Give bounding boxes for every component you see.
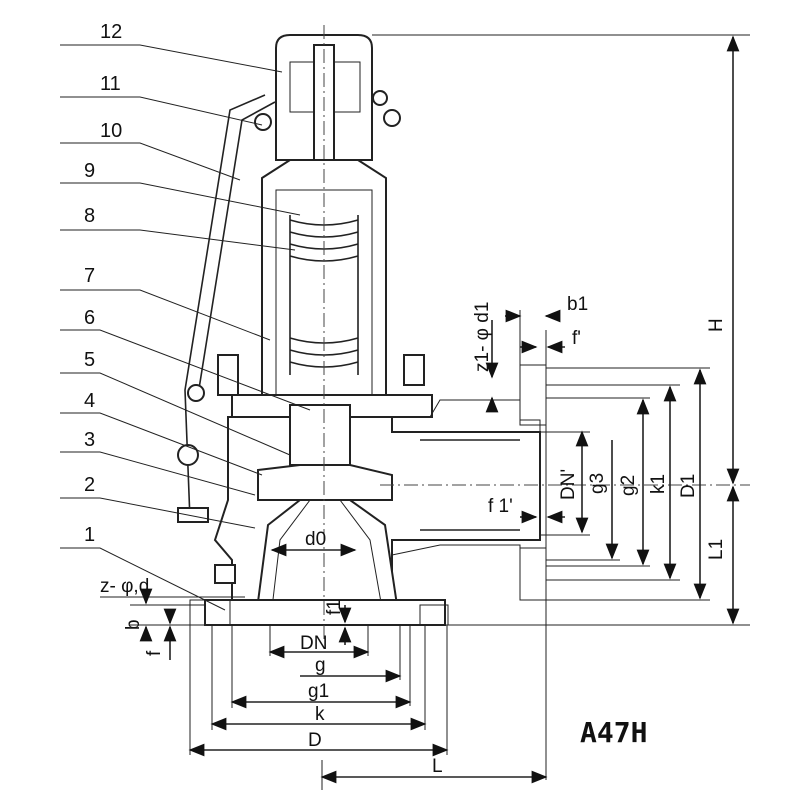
part-label-3: 3 <box>84 429 95 451</box>
part-label-1: 1 <box>84 524 95 546</box>
part-label-6: 6 <box>84 307 95 329</box>
dim-label-L1: L1 <box>706 539 727 560</box>
dim-label-H: H <box>706 318 727 332</box>
dim-label-b1: b1 <box>567 294 588 315</box>
model-title: A47H <box>580 716 647 749</box>
dim-label-b: b <box>123 619 144 630</box>
dim-label-k: k <box>315 704 325 725</box>
dim-label-D1: D1 <box>678 474 699 498</box>
dim-label-z1-d1: z1- φ d1 <box>472 302 493 372</box>
part-label-5: 5 <box>84 349 95 371</box>
part-leaders <box>60 44 311 611</box>
dim-label-g2: g2 <box>618 475 639 496</box>
dim-label-d0: d0 <box>305 529 326 550</box>
dim-label-f1: f1 <box>324 599 345 615</box>
dim-label-f-outlet: f' <box>572 328 581 349</box>
dim-label-L: L <box>432 756 443 777</box>
part-label-9: 9 <box>84 160 95 182</box>
part-label-2: 2 <box>84 474 95 496</box>
dim-label-f1-outlet: f 1' <box>488 496 513 517</box>
dim-label-DN: DN <box>300 633 327 654</box>
dim-label-z-d: z- φ,d <box>100 576 149 597</box>
part-label-11: 11 <box>100 73 121 95</box>
dim-label-g3: g3 <box>587 473 608 494</box>
valve-body <box>177 25 750 640</box>
part-label-12: 12 <box>100 21 122 43</box>
dim-label-g1: g1 <box>308 681 329 702</box>
dim-label-g: g <box>315 655 326 676</box>
dim-label-k1: k1 <box>648 474 669 494</box>
part-label-4: 4 <box>84 390 95 412</box>
part-label-7: 7 <box>84 265 95 287</box>
dim-label-D: D <box>308 730 322 751</box>
dim-label-DN-outlet: DN' <box>558 469 579 500</box>
dim-label-f: f <box>144 650 165 656</box>
dimension-lines <box>100 34 750 790</box>
part-label-8: 8 <box>84 205 95 227</box>
part-label-10: 10 <box>100 120 122 142</box>
